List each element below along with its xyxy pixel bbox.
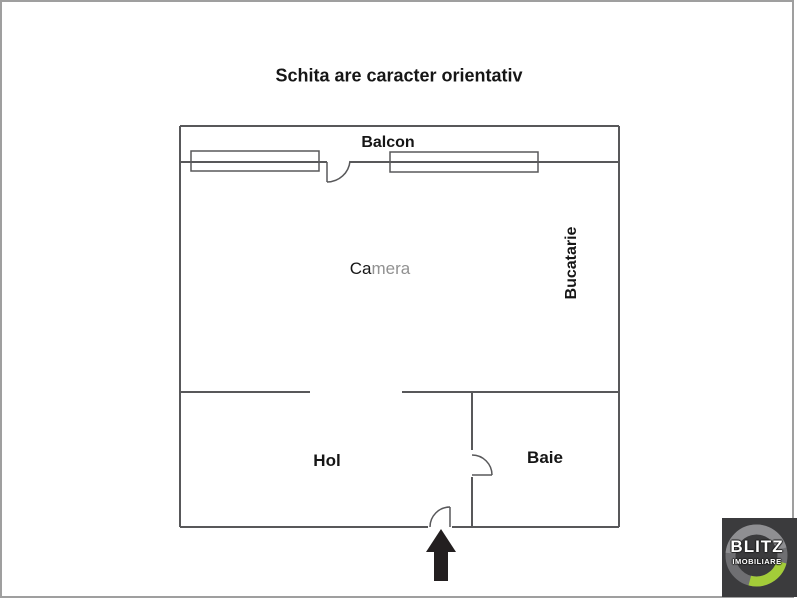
room-label-bucatarie: Bucatarie [563,226,580,300]
agency-logo-brand: BLITZ [730,537,784,556]
agency-logo: BLITZ IMOBILIARE [722,518,797,597]
agency-logo-ring [725,524,788,587]
room-label-camera-faded: mera [371,259,411,278]
entrance-door-swing [429,506,451,528]
room-label-balcon: Balcon [361,134,415,151]
bathroom-door-swing [471,454,493,476]
balcony-door-swing [326,160,351,183]
window-symbol-left [190,150,320,172]
room-label-baie: Baie [527,448,563,467]
agency-logo-text: BLITZ IMOBILIARE [722,538,792,566]
room-label-hol: Hol [313,451,341,470]
room-label-camera-dark: Ca [349,259,372,278]
entrance-arrow-icon [426,529,456,581]
agency-logo-subtitle: IMOBILIARE [732,557,782,566]
disclaimer-title: Schita are caracter orientativ [275,65,523,86]
outer-walls [179,125,620,528]
room-label-camera: Camera [350,259,410,279]
window-symbol-right [389,151,539,173]
